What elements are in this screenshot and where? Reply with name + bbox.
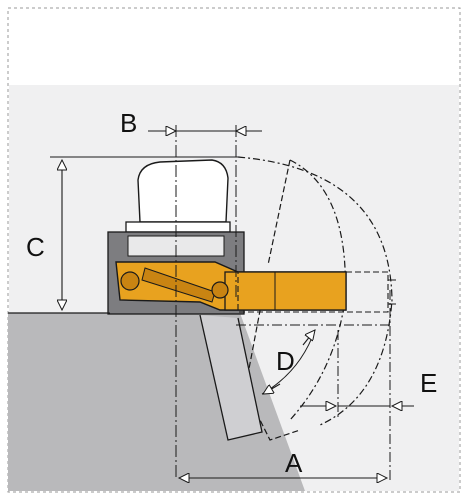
label-c: C [26, 232, 45, 262]
gripper-link [141, 267, 216, 303]
gripper-pivot-left [120, 271, 140, 291]
gripper-rod [224, 271, 347, 311]
inner-swing-arc [289, 159, 346, 421]
outer-swing-arc [237, 156, 393, 426]
dimension-arrow-d-top [302, 330, 315, 346]
gripper-pivot-right [211, 281, 229, 299]
lowered-arm [199, 314, 263, 441]
label-d: D [276, 346, 295, 376]
label-a: A [285, 448, 303, 478]
label-e: E [420, 368, 437, 398]
label-b: B [120, 108, 137, 138]
rod-extension-outline [237, 271, 389, 313]
dimension-arrow-d-bottom [263, 383, 281, 394]
motor-base-plate [125, 221, 231, 233]
motor-cap [137, 159, 229, 223]
